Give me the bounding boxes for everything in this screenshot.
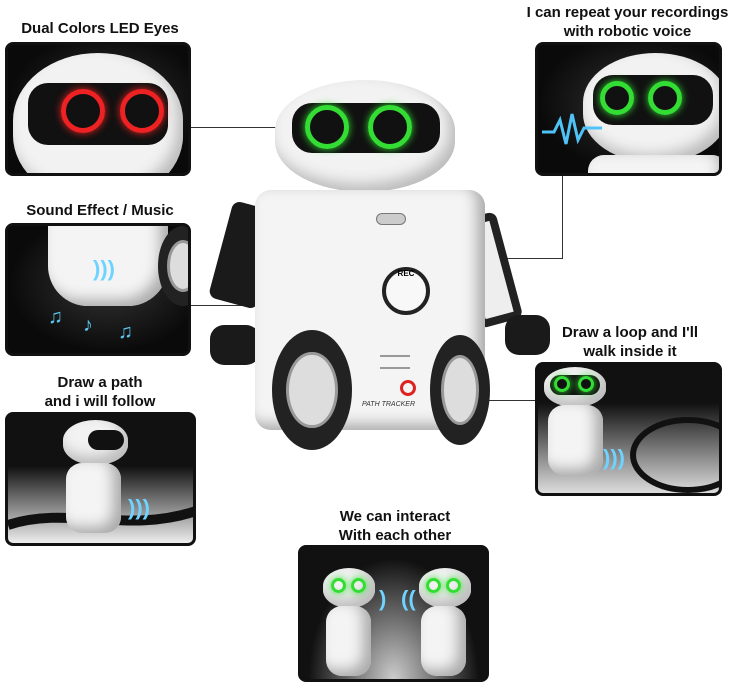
green-eye-right — [648, 81, 682, 115]
robot-body-image — [421, 606, 466, 676]
recording-title: I can repeat your recordings with roboti… — [525, 3, 730, 41]
robot-body-image — [548, 405, 603, 475]
sound-wave-icon: ) — [379, 586, 387, 611]
green-eye-left — [305, 105, 349, 149]
sound-wave-icon — [542, 113, 602, 145]
drawn-loop — [630, 417, 719, 493]
loop-title: Draw a loop and I'll walk inside it — [530, 323, 730, 361]
path-tracker-logo — [400, 380, 416, 396]
green-eye-right — [368, 105, 412, 149]
left-claw — [210, 325, 260, 365]
right-wheel — [430, 335, 490, 445]
interact-panel: ) (( — [298, 545, 489, 682]
led-eyes-title: Dual Colors LED Eyes — [21, 20, 179, 37]
path-title-line1: Draw a path — [57, 374, 143, 391]
path-panel: ))) — [5, 412, 196, 546]
recording-title-line1: I can repeat your recordings — [526, 4, 729, 21]
visor — [88, 430, 124, 450]
power-switch[interactable] — [376, 213, 406, 225]
sound-wave-icon: ))) — [603, 445, 625, 470]
robot-body-image — [48, 226, 168, 306]
path-title: Draw a path and i will follow — [5, 373, 195, 411]
path-title-line2: and i will follow — [44, 393, 156, 410]
music-note-icon: ♪ — [83, 314, 93, 336]
loop-title-line2: walk inside it — [583, 343, 677, 360]
rec-label: REC — [397, 269, 415, 278]
green-eye-right — [446, 578, 461, 593]
recording-title-line2: with robotic voice — [563, 23, 692, 40]
green-eye-left — [426, 578, 441, 593]
interact-title-line2: With each other — [338, 527, 452, 544]
green-eye-right — [578, 376, 594, 392]
interact-title: We can interact With each other — [295, 507, 495, 545]
robot-body-image — [326, 606, 371, 676]
robot-body-image — [66, 463, 121, 533]
red-eye-left — [61, 89, 105, 133]
left-wheel — [272, 330, 352, 450]
main-robot: REC PATH TRACKER — [200, 75, 550, 455]
rec-button[interactable]: REC — [382, 267, 430, 315]
path-tracker-label: PATH TRACKER — [362, 401, 416, 408]
speaker-grille — [380, 355, 410, 369]
sound-wave-icon: ))) — [93, 256, 115, 281]
music-note-icon: ♫ — [118, 321, 133, 343]
sound-wave-icon: (( — [401, 586, 416, 611]
loop-title-line1: Draw a loop and I'll — [561, 324, 699, 341]
green-eye-left — [331, 578, 346, 593]
sound-panel: ))) ♫ ♪ ♫ — [5, 223, 191, 356]
red-eye-right — [120, 89, 164, 133]
green-eye-left — [554, 376, 570, 392]
sound-wave-icon: ))) — [128, 495, 150, 520]
right-claw — [505, 315, 550, 355]
loop-panel: ))) — [535, 362, 722, 496]
green-eye-right — [351, 578, 366, 593]
connector-recording-v — [562, 175, 563, 259]
robot-body-image — [588, 155, 719, 173]
led-eyes-panel — [5, 42, 191, 176]
interact-title-line1: We can interact — [339, 508, 451, 525]
music-note-icon: ♫ — [48, 306, 63, 328]
connector-sound — [190, 305, 285, 306]
recording-panel — [535, 42, 722, 176]
connector-eyes — [190, 127, 295, 128]
sound-title: Sound Effect / Music — [26, 202, 174, 219]
green-eye-left — [600, 81, 634, 115]
